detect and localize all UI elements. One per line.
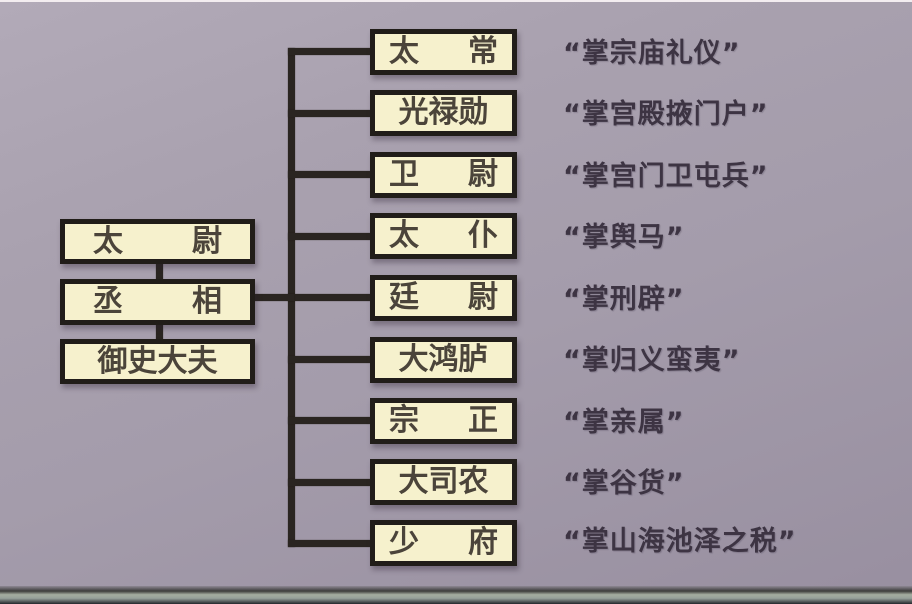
- org-box-yushidafu: 御史大夫: [60, 339, 255, 384]
- org-box-chengxiang: 丞相: [60, 279, 255, 325]
- org-box-label: 宗正: [389, 403, 498, 438]
- duty-text-dahonglu: “掌归义蛮夷”: [563, 345, 741, 376]
- org-box-label: 光禄勋: [398, 95, 489, 130]
- org-box-taiwei: 太尉: [60, 219, 255, 264]
- org-box-taichang: 太常: [370, 29, 517, 75]
- duty-text-tingwei: “掌刑辟”: [563, 284, 685, 315]
- connector-taiwei-chengxiang: [156, 260, 163, 282]
- duty-text-weiwei: “掌宫门卫屯兵”: [563, 161, 769, 192]
- org-box-label: 大司农: [398, 464, 489, 499]
- duty-text-taipu: “掌舆马”: [563, 222, 685, 253]
- duty-text-shaofu: “掌山海池泽之税”: [563, 526, 797, 557]
- org-box-label: 大鸿胪: [398, 342, 489, 377]
- connector-branch-5: [288, 294, 372, 301]
- org-box-weiwei: 卫尉: [370, 152, 517, 198]
- org-box-label: 丞相: [93, 284, 222, 319]
- org-box-label: 御史大夫: [97, 344, 218, 379]
- org-box-dahonglu: 大鸿胪: [370, 337, 517, 383]
- duty-text-taichang: “掌宗庙礼仪”: [563, 38, 741, 69]
- slide-bottom-edge: [0, 586, 912, 604]
- connector-branch-3: [288, 171, 372, 178]
- org-box-guanglu: 光禄勋: [370, 90, 517, 136]
- org-box-tingwei: 廷尉: [370, 275, 517, 321]
- org-box-dasinong: 大司农: [370, 459, 517, 505]
- connector-branch-8: [288, 479, 372, 486]
- duty-text-dasinong: “掌谷货”: [563, 468, 685, 499]
- org-box-label: 廷尉: [389, 280, 498, 315]
- org-box-zongzheng: 宗正: [370, 398, 517, 444]
- connector-branch-9: [288, 540, 372, 547]
- connector-branch-7: [288, 417, 372, 424]
- org-box-label: 太常: [389, 34, 498, 69]
- duty-text-zongzheng: “掌亲属”: [563, 407, 685, 438]
- org-box-label: 太仆: [389, 218, 498, 253]
- org-box-taipu: 太仆: [370, 213, 517, 259]
- org-box-label: 太尉: [93, 224, 222, 259]
- connector-chengxiang-yushidafu: [156, 320, 163, 342]
- org-box-label: 少府: [389, 525, 498, 560]
- slide-top-edge: [0, 0, 912, 2]
- org-box-label: 卫尉: [389, 157, 498, 192]
- connector-branch-4: [288, 233, 372, 240]
- connector-branch-6: [288, 356, 372, 363]
- connector-branch-1: [288, 48, 372, 55]
- connector-branch-2: [288, 110, 372, 117]
- duty-text-guanglu: “掌宫殿掖门户”: [563, 99, 769, 130]
- connector-chancellor-trunk: [252, 294, 294, 301]
- org-box-shaofu: 少府: [370, 520, 517, 566]
